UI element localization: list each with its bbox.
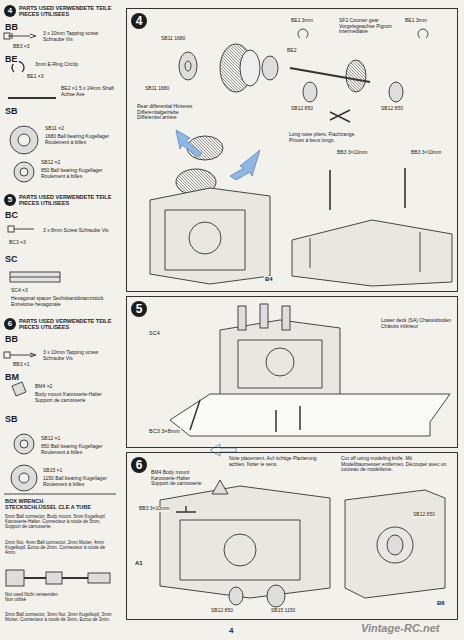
step-number: 5: [131, 301, 147, 317]
part-label: BE1 ×3: [26, 74, 45, 80]
part-label: PARTS USED VERWENDETE TEILE PIECES UTILI…: [18, 318, 114, 330]
part-label: BC: [4, 210, 19, 220]
part-label: BOX WRENCH STECKSCHLÜSSEL CLE A TUBE: [4, 498, 94, 510]
part-label: SB15 ×1: [42, 468, 63, 474]
watermark: Vintage-RC.net: [360, 622, 440, 634]
part-label: SB12 ×2: [40, 160, 61, 166]
part-label: BB3 3×10mm: [336, 150, 368, 156]
part-label: BM4 ×2: [34, 384, 53, 390]
callout-number: 5: [4, 194, 16, 206]
part-label: SB12 850: [412, 512, 436, 518]
part-label: SB11 1680: [144, 86, 170, 92]
step-number: 4: [131, 13, 147, 29]
part-label: SB11 1680: [160, 36, 186, 42]
callout-number: 4: [4, 5, 16, 17]
part-label: BB: [4, 22, 19, 32]
part-label: Rear differential Hinteres Differentialg…: [136, 104, 194, 121]
part-label: 3mm E-Ring Circlip: [34, 62, 79, 68]
part-label: Note placement. Auf richtige Plazierung …: [228, 456, 324, 467]
part-label: 1680 Ball bearing Kugellager Roulement à…: [44, 134, 116, 145]
part-label: 3mm Ball connector, 3mm Nut. 3mm Kugelko…: [4, 612, 118, 622]
part-label: BB3 3×10mm: [410, 150, 442, 156]
part-label: SB12 ×1: [40, 436, 61, 442]
part-label: SF2 Counter gear Vorgelegeachse Pignon i…: [338, 18, 398, 35]
step-number: 6: [131, 457, 147, 473]
part-label: 2mm Nut, 4mm Ball connector. 2mm Mutter,…: [4, 540, 118, 555]
part-label: BB: [4, 334, 19, 344]
part-label: BB3 ×3: [12, 44, 31, 50]
part-label: 5mm Ball connector, Body mount. 5mm Kuge…: [4, 514, 118, 529]
part-label: BC3 3×8mm: [148, 428, 181, 434]
part-label: 3 x 10mm Tapping screw Schraube Vis: [42, 31, 114, 42]
part-label: PARTS USED VERWENDETE TEILE PIECES UTILI…: [18, 5, 114, 17]
part-label: SC: [4, 254, 19, 264]
part-label: BE2 ×1 5 x 24mm Shaft Achse Axe: [60, 86, 118, 97]
part-label: BE1 3mm: [404, 18, 428, 24]
part-label: B4: [264, 276, 274, 283]
part-label: 1150 Ball bearing Kugellager Roulement à…: [42, 476, 116, 487]
part-label: BE: [4, 54, 19, 64]
part-label: 850 Ball bearing Kugellager Roulement à …: [40, 444, 116, 455]
part-label: Cut off using modeling knife. Mit Modell…: [340, 456, 450, 473]
part-label: A1: [134, 560, 144, 567]
part-label: SB15 1150: [270, 608, 296, 614]
part-label: Not used Nicht verwenden Non utilisé: [4, 592, 64, 602]
part-label: PARTS USED VERWENDETE TEILE PIECES UTILI…: [18, 194, 114, 206]
part-label: 4: [228, 627, 234, 636]
part-label: SB12 850: [380, 106, 404, 112]
part-label: SC4: [148, 330, 161, 336]
part-label: BM: [4, 372, 20, 382]
part-label: SB12 850: [210, 608, 234, 614]
part-label: Lower deck (SA) Chassisboden Châssis inf…: [380, 318, 454, 329]
part-label: BE2: [286, 48, 297, 54]
part-label: BB3 3×10mm: [138, 506, 170, 512]
callout-number: 6: [4, 318, 16, 330]
part-label: 3 x 10mm Tapping screw Schraube Vis: [42, 350, 116, 361]
part-label: Hexagonal spacer Sechskantdistanzstück E…: [10, 296, 116, 307]
part-label: Body mount Karosserie-Halter Support de …: [34, 392, 116, 403]
part-label: 850 Ball bearing Kugellager Roulement à …: [40, 168, 116, 179]
part-label: BM4 Body mount Karosserie-Halter Support…: [150, 470, 208, 487]
part-label: BE1 3mm: [290, 18, 314, 24]
part-label: B6: [436, 600, 446, 607]
part-label: SC4 ×3: [10, 288, 29, 294]
part-label: BC3 ×3: [8, 240, 27, 246]
part-label: SB11 ×2: [44, 126, 65, 132]
part-label: BB3 ×1: [12, 362, 31, 368]
part-label: Long nose pliers. Flachzange. Pinces à b…: [288, 132, 366, 143]
part-label: 3 x 8mm Screw Schraube Vis: [42, 228, 110, 234]
part-label: SB: [4, 106, 19, 116]
part-label: SB: [4, 414, 19, 424]
part-label: SB12 850: [290, 106, 314, 112]
